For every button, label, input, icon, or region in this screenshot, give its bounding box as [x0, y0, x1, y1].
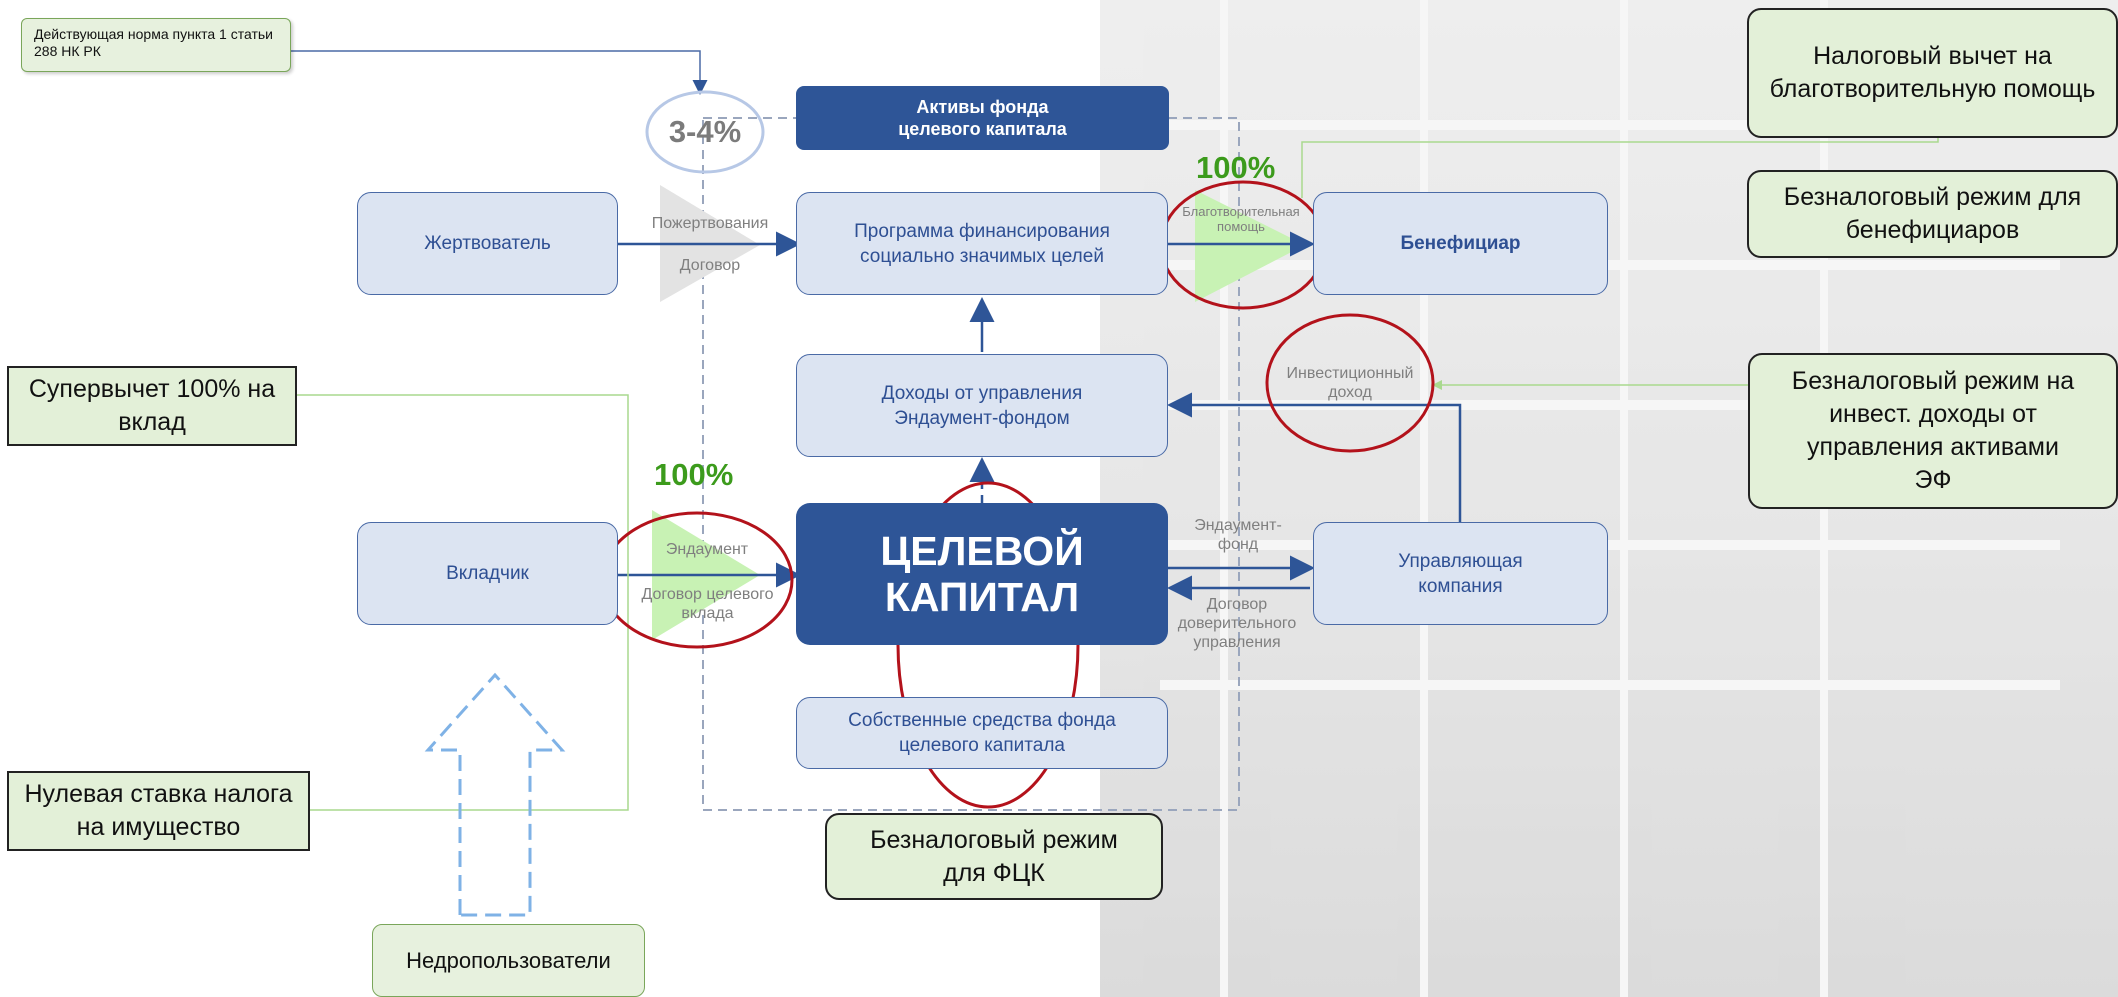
donor-box: Жертвователь — [357, 192, 618, 295]
zero-property-tax-text: Нулевая ставка налога на имущество — [24, 780, 293, 841]
contributor-box: Вкладчик — [357, 522, 618, 625]
percent-circle — [645, 90, 765, 174]
subsoil-users-box: Недропользователи — [372, 924, 645, 997]
tax-free-fck-note: Безналоговый режим для ФЦК — [825, 813, 1163, 900]
invest-income-label: Инвестиционный доход — [1286, 365, 1414, 401]
endowment-label: Эндаумент — [665, 541, 749, 558]
super-deduction-note: Супервычет 100% на вклад — [7, 366, 297, 446]
tax-deduction-charity-text: Налоговый вычет на благотворительную пом… — [1769, 42, 2096, 103]
capital-box: ЦЕЛЕВОЙ КАПИТАЛ — [796, 503, 1168, 645]
zero-property-tax-note: Нулевая ставка налога на имущество — [7, 771, 310, 851]
tax-free-invest-note: Безналоговый режим на инвест. доходы от … — [1748, 353, 2118, 509]
green-connector-right-top — [1301, 138, 1939, 198]
tax-deduction-charity-note: Налоговый вычет на благотворительную пом… — [1747, 8, 2118, 138]
own-funds-label: Собственные средства фонда целевого капи… — [848, 710, 1116, 756]
management-company-box: Управляющая компания — [1313, 522, 1608, 625]
beneficiary-box: Бенефициар — [1313, 192, 1608, 295]
assets-header-text: Активы фонда целевого капитала — [898, 97, 1067, 139]
invest-income-arrow — [1167, 392, 1462, 522]
charity-label: Благотворительная помощь — [1182, 204, 1300, 234]
target-contract-label: Договор целевого вклада — [641, 586, 774, 622]
norm-note-text: Действующая норма пункта 1 статьи 288 НК… — [34, 26, 273, 59]
endowment-percent: 100% — [654, 457, 734, 492]
super-deduction-text: Супервычет 100% на вклад — [28, 375, 276, 436]
norm-note: Действующая норма пункта 1 статьи 288 НК… — [21, 18, 291, 72]
percent-3-4: 3-4% — [668, 114, 742, 149]
invest-highlight — [1265, 313, 1435, 453]
donation-label: Пожертвования — [651, 215, 769, 232]
contributor-label: Вкладчик — [446, 563, 529, 584]
program-box: Программа финансирования социально значи… — [796, 192, 1168, 295]
income-box: Доходы от управления Эндаумент-фондом — [796, 354, 1168, 457]
contract-label: Договор — [679, 257, 741, 274]
trust-contract-label: Договор доверительного управления — [1177, 596, 1297, 651]
assets-header: Активы фонда целевого капитала — [796, 86, 1169, 150]
norm-connector — [291, 50, 708, 95]
subsoil-up-arrow — [424, 672, 566, 917]
tax-free-beneficiaries-text: Безналоговый режим для бенефициаров — [1783, 183, 2082, 244]
capital-highlight — [896, 481, 1080, 809]
income-label: Доходы от управления Эндаумент-фондом — [881, 382, 1083, 429]
tax-free-beneficiaries-note: Безналоговый режим для бенефициаров — [1747, 170, 2118, 258]
tax-free-fck-text: Безналоговый режим для ФЦК — [870, 825, 1118, 887]
management-company-label: Управляющая компания — [1398, 550, 1523, 597]
charity-triangle — [1195, 190, 1305, 302]
tax-free-invest-text: Безналоговый режим на инвест. доходы от … — [1791, 367, 2075, 494]
program-label: Программа финансирования социально значи… — [854, 220, 1110, 267]
endowment-fund-label: Эндаумент-фонд — [1194, 517, 1282, 553]
subsoil-users-label: Недропользователи — [406, 947, 611, 973]
own-funds-box: Собственные средства фонда целевого капи… — [796, 697, 1168, 769]
capital-label: ЦЕЛЕВОЙ КАПИТАЛ — [880, 528, 1084, 620]
beneficiary-label: Бенефициар — [1400, 233, 1521, 254]
green-connector-left — [297, 394, 629, 811]
charity-percent: 100% — [1196, 150, 1276, 185]
donor-label: Жертвователь — [424, 233, 551, 254]
